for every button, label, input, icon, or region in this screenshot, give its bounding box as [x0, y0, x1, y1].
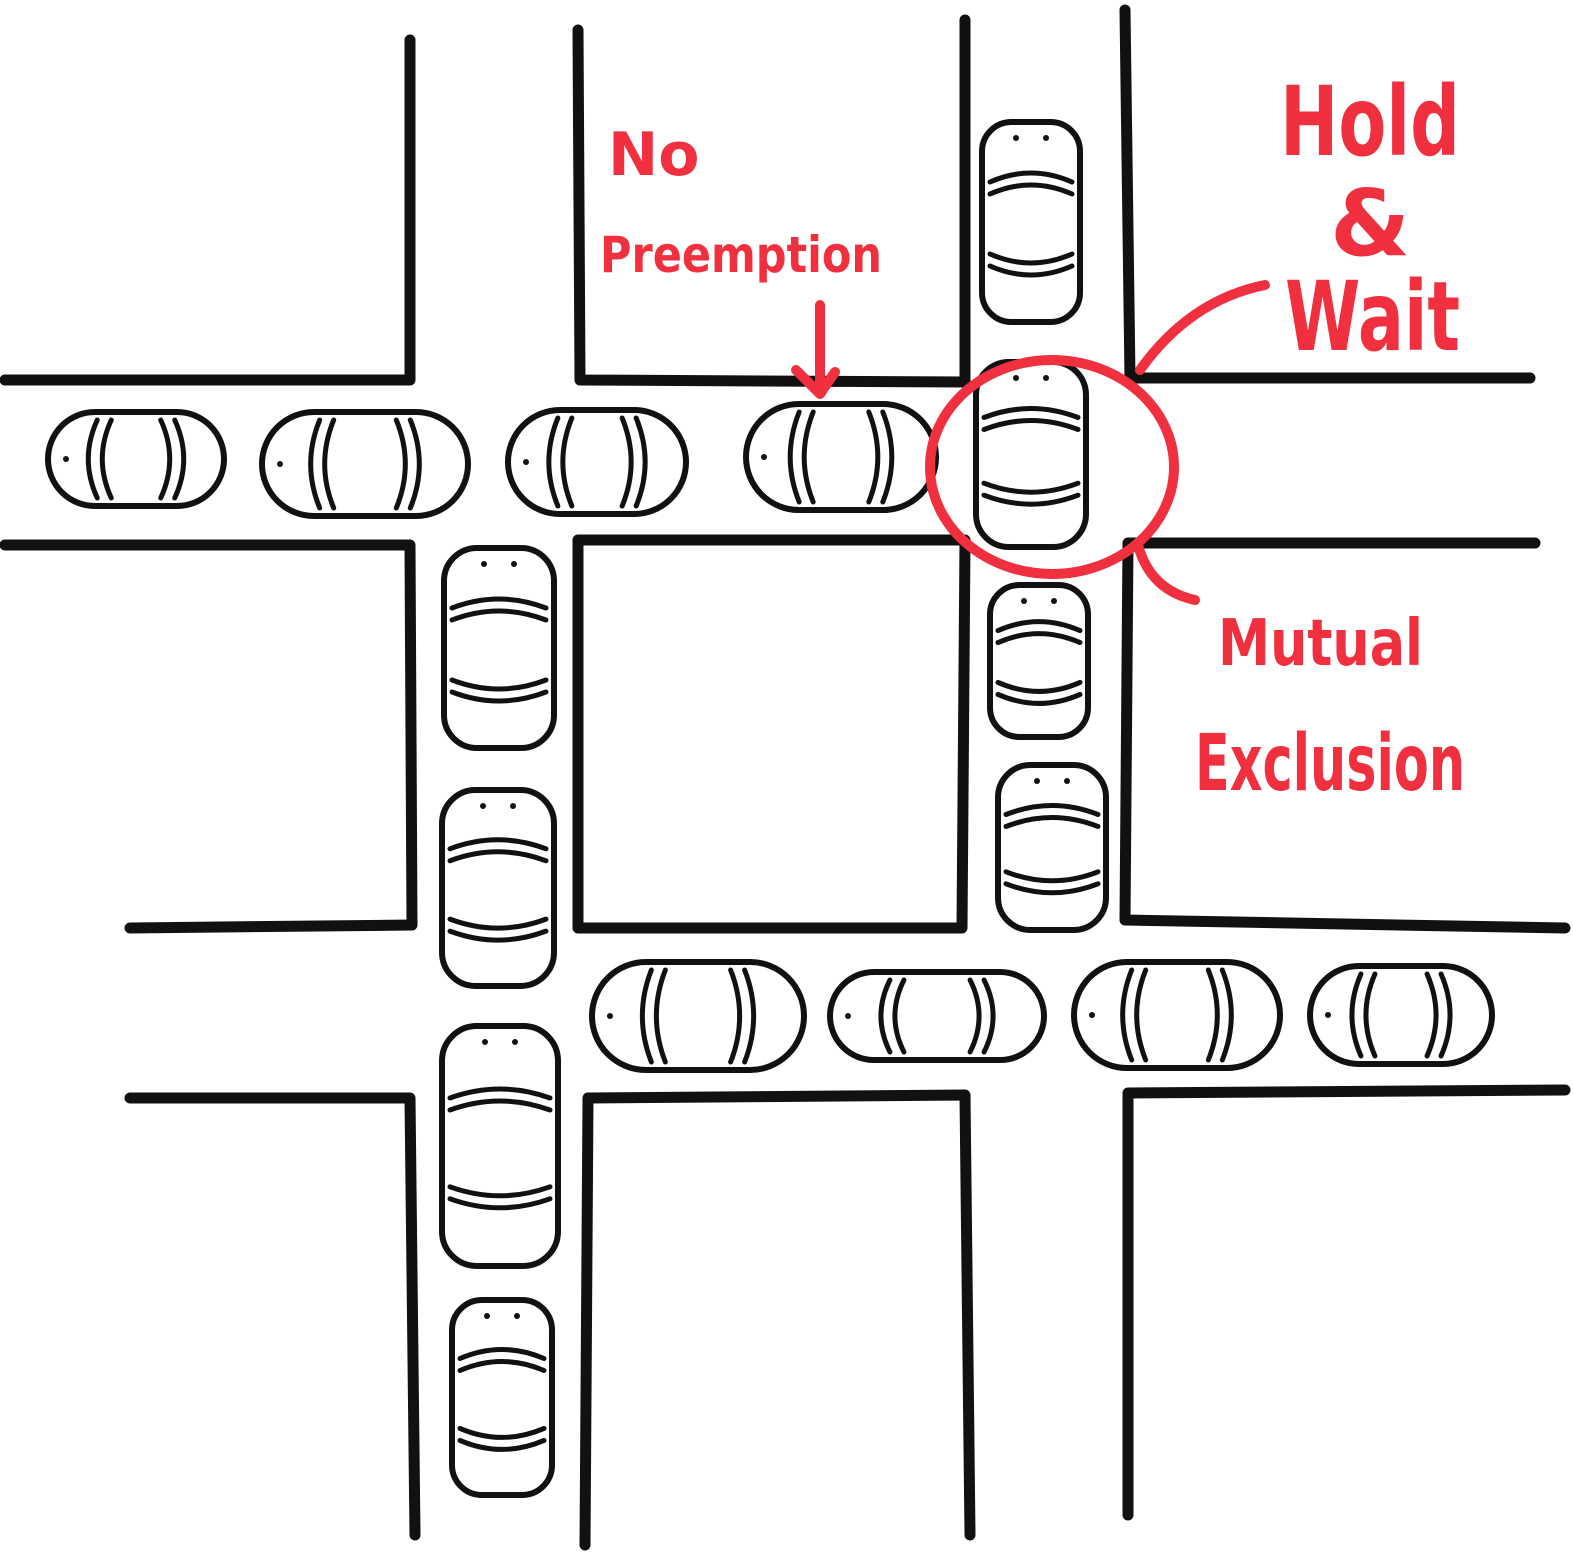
- block-bottom-middle: [585, 1095, 970, 1545]
- car: [48, 412, 224, 506]
- label-exclusion: Exclusion: [1195, 719, 1465, 809]
- car: [452, 1300, 552, 1495]
- no-preemption-arrow: [796, 305, 835, 394]
- car: [592, 962, 804, 1070]
- label-hold: Hold: [1280, 66, 1460, 178]
- car: [442, 1026, 558, 1266]
- car: [1074, 962, 1280, 1068]
- car: [830, 972, 1044, 1060]
- label-preemption: Preemption: [600, 226, 882, 284]
- car: [262, 412, 468, 516]
- block-middle-left: [5, 545, 412, 928]
- car: [508, 410, 686, 514]
- car: [442, 790, 554, 986]
- car: [976, 362, 1086, 547]
- block-top-left: [5, 40, 410, 380]
- mutual-exclusion-leader-line: [1138, 545, 1195, 600]
- block-bottom-right: [1128, 1090, 1565, 1515]
- car: [746, 404, 936, 510]
- car: [1310, 966, 1492, 1064]
- car: [444, 548, 554, 748]
- block-top-middle: [578, 20, 965, 382]
- car: [998, 765, 1106, 930]
- label-no: No: [608, 120, 699, 190]
- label-wait: Wait: [1285, 261, 1460, 373]
- label-mutual: Mutual: [1218, 607, 1423, 681]
- hold-and-wait-leader-line: [1140, 285, 1265, 370]
- block-center: [578, 540, 965, 928]
- block-bottom-left: [130, 1098, 415, 1535]
- car: [990, 585, 1088, 737]
- car: [982, 122, 1080, 322]
